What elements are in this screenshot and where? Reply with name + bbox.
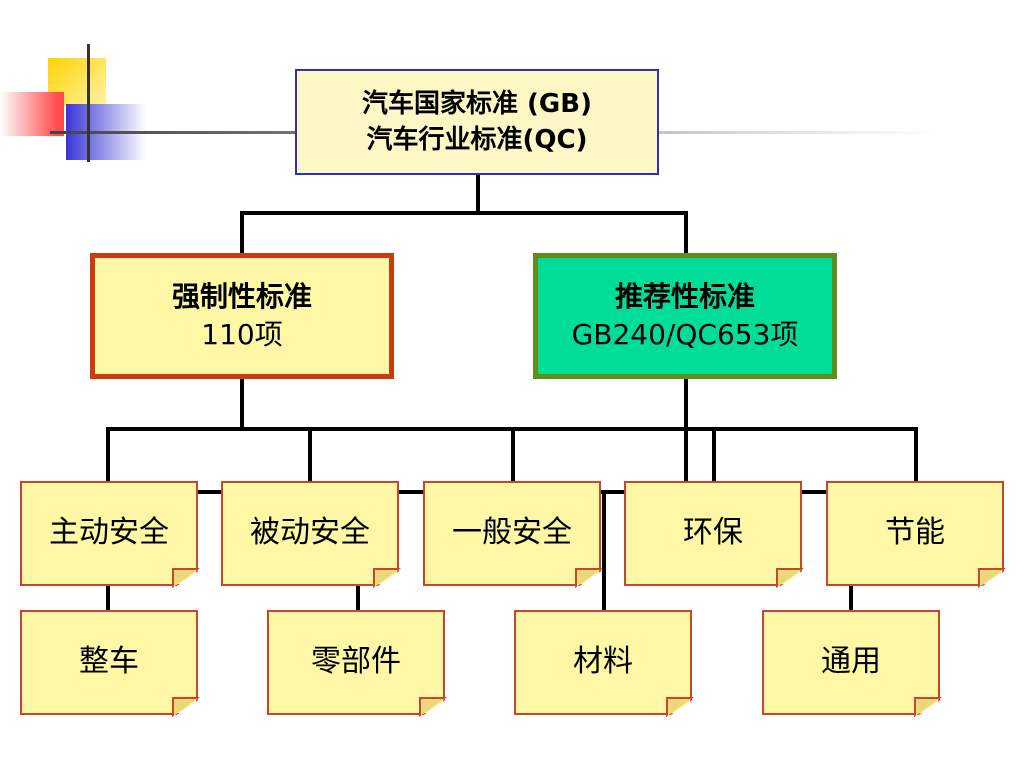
- note-active-safety: 主动安全: [20, 481, 198, 586]
- note-label: 零部件: [311, 644, 401, 679]
- national-industry-standard-box: 汽车国家标准 (GB) 汽车行业标准(QC): [295, 69, 659, 175]
- note-label: 环保: [683, 515, 743, 550]
- top-box-line1: 汽车国家标准 (GB): [362, 89, 592, 119]
- note-general-purpose: 通用: [762, 610, 940, 715]
- note-label: 一般安全: [452, 515, 572, 550]
- note-general-safety: 一般安全: [423, 481, 601, 586]
- note-label: 整车: [79, 644, 139, 679]
- recommended-standard-box: 推荐性标准 GB240/QC653项: [533, 253, 837, 379]
- decor-red-bar: [0, 92, 64, 136]
- note-label: 被动安全: [250, 515, 370, 550]
- decor-vertical-line: [87, 44, 90, 162]
- mandatory-standard-box: 强制性标准 110项: [90, 253, 394, 379]
- note-environment: 环保: [624, 481, 802, 586]
- note-energy-saving: 节能: [826, 481, 1004, 586]
- recommended-title: 推荐性标准: [614, 280, 755, 313]
- note-label: 通用: [821, 644, 881, 679]
- mandatory-count: 110项: [201, 318, 283, 351]
- top-box-line2: 汽车行业标准(QC): [366, 125, 588, 155]
- note-materials: 材料: [514, 610, 692, 715]
- note-passive-safety: 被动安全: [221, 481, 399, 586]
- note-label: 材料: [573, 644, 633, 679]
- mandatory-title: 强制性标准: [171, 280, 312, 313]
- recommended-count: GB240/QC653项: [571, 318, 799, 351]
- note-complete-vehicle: 整车: [20, 610, 198, 715]
- note-components: 零部件: [267, 610, 445, 715]
- note-label: 节能: [885, 515, 945, 550]
- note-label: 主动安全: [49, 515, 169, 550]
